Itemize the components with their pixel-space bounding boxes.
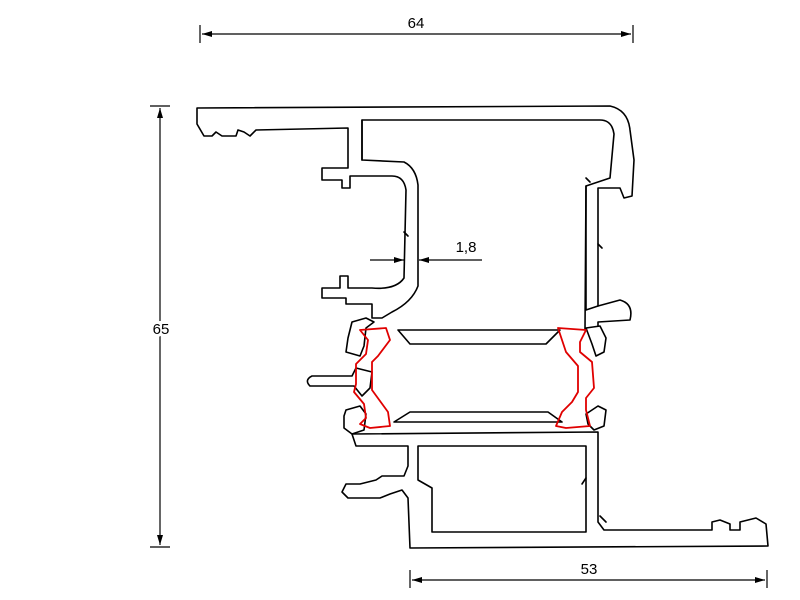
thermal-break-left — [353, 327, 391, 429]
dimension-label-overall-height: 65 — [153, 321, 170, 338]
upper-frame-profile — [196, 105, 635, 331]
dimension-wall-thickness: 1,8 — [370, 239, 482, 263]
lower-frame-profile — [341, 431, 769, 549]
dimension-label-bottom-width: 53 — [581, 561, 598, 578]
dimension-label-overall-width: 64 — [408, 15, 425, 32]
dimension-label-wall-thickness: 1,8 — [456, 239, 477, 256]
thermal-break-right — [555, 327, 595, 429]
dimension-overall-height: 65 — [150, 105, 172, 548]
middle-aluminium-parts — [306, 317, 607, 435]
dimension-bottom-width: 53 — [409, 561, 768, 588]
dimension-overall-width: 64 — [199, 15, 634, 43]
thermal-break-strips — [353, 327, 595, 429]
